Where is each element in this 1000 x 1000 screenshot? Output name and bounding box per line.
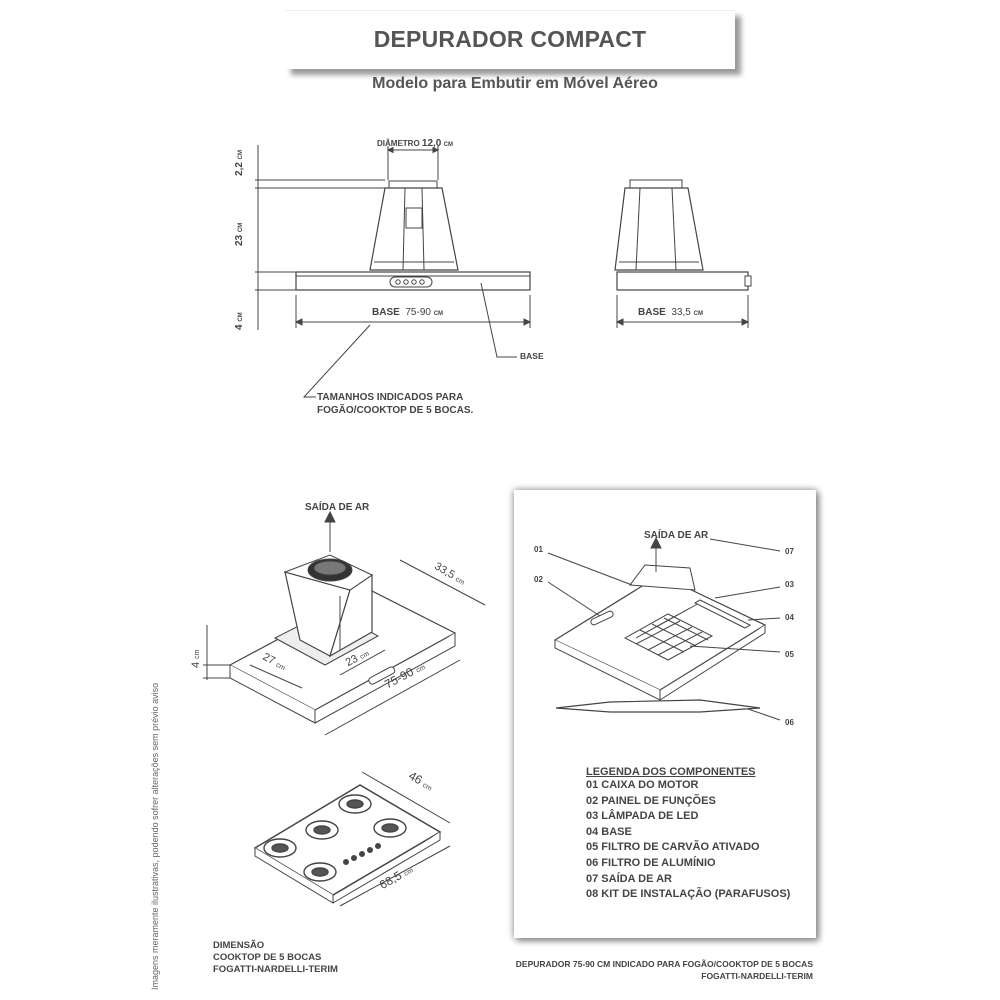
page-title: DEPURADOR COMPACT [373, 26, 647, 52]
legend-title: LEGENDA DOS COMPONENTES [586, 766, 756, 778]
legend-item: 07 SAÍDA DE AR [586, 872, 672, 885]
components-legend: LEGENDA DOS COMPONENTES 01 CAIXA DO MOTO… [586, 766, 790, 903]
callout-07: 07 [785, 547, 794, 556]
title-box [285, 10, 735, 69]
legend-item: 03 LÂMPADA DE LED [586, 810, 699, 823]
iso-air-outlet-label: SAÍDA DE AR [305, 502, 370, 513]
legend-item: 06 FILTRO DE ALUMÍNIO [586, 856, 716, 869]
front-base-dim: BASE 75-90 CM [372, 307, 444, 318]
callout-06: 06 [785, 718, 794, 727]
legend-item: 08 KIT DE INSTALAÇÃO (PARAFUSOS) [586, 888, 791, 901]
diameter-label: DIÂMETRO [377, 139, 420, 148]
components-panel [514, 490, 816, 938]
callout-05: 05 [785, 650, 794, 659]
components-air-outlet-label: SAÍDA DE AR [644, 530, 709, 541]
side-base-dim: BASE 33,5 CM [638, 307, 703, 318]
callout-03: 03 [785, 580, 794, 589]
callout-01: 01 [534, 545, 543, 554]
legend-item: 04 BASE [586, 825, 632, 838]
cooktop-caption: DIMENSÃO COOKTOP DE 5 BOCAS FOGATTI-NARD… [213, 940, 338, 975]
components-caption: DEPURADOR 75-90 CM INDICADO PARA FOGÃO/C… [515, 959, 813, 981]
callout-04: 04 [785, 613, 794, 622]
size-note: TAMANHOS INDICADOS PARA FOGÃO/COOKTOP DE… [317, 392, 474, 416]
callout-02: 02 [534, 575, 543, 584]
diameter-value: 12,0 [421, 138, 442, 149]
legend-item: 02 PAINEL DE FUNÇÕES [586, 794, 716, 807]
legend-item: 01 CAIXA DO MOTOR [586, 779, 699, 791]
base-callout-label: BASE [520, 351, 544, 361]
diameter-unit: CM [443, 142, 453, 148]
legend-item: 05 FILTRO DE CARVÃO ATIVADO [586, 841, 760, 854]
page-subtitle: Modelo para Embutir em Móvel Aéreo [372, 75, 658, 92]
front-motor-box [369, 187, 459, 271]
